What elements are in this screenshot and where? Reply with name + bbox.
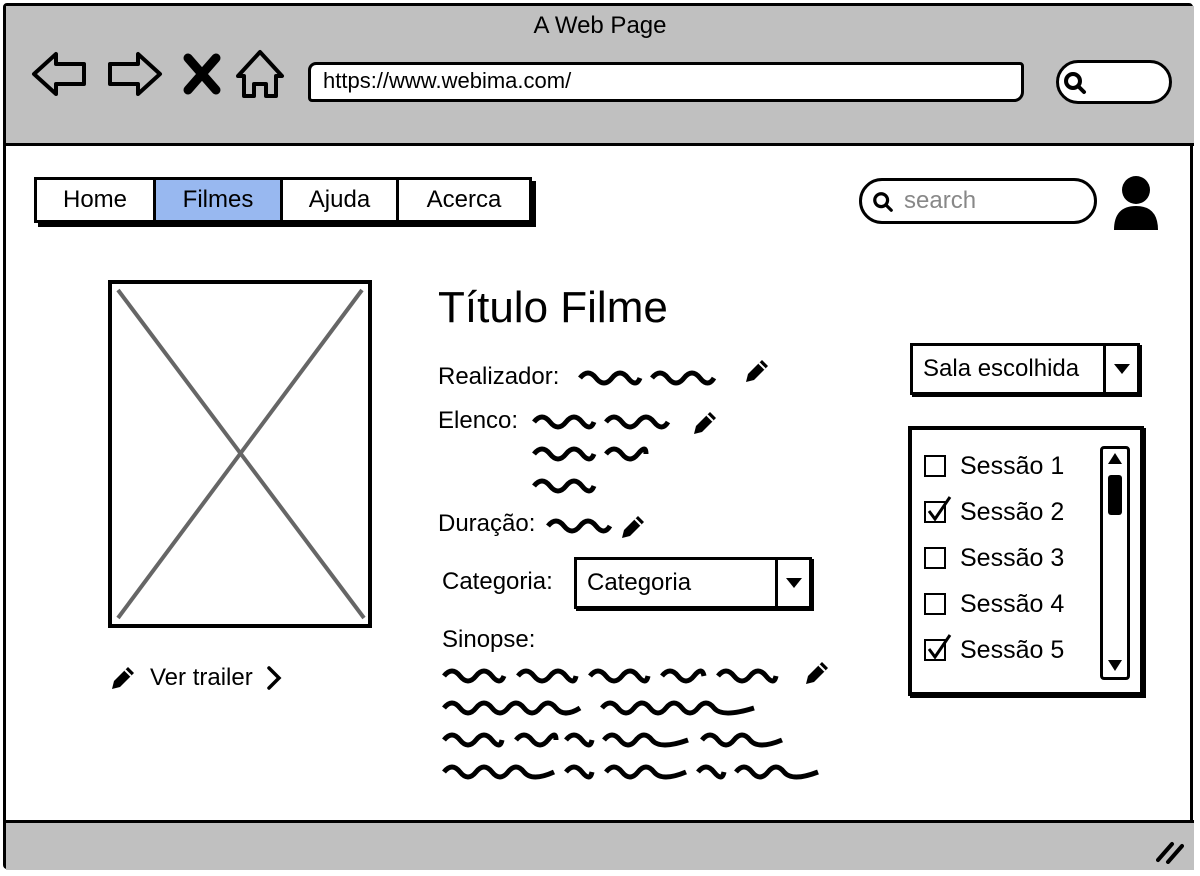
url-field[interactable]: https://www.webima.com/ xyxy=(308,62,1024,102)
movie-poster-placeholder xyxy=(108,280,372,628)
realizador-label: Realizador: xyxy=(438,363,560,390)
search-icon xyxy=(1064,72,1086,94)
categoria-select[interactable]: Categoria xyxy=(574,557,812,609)
list-item[interactable]: Sessão 1 xyxy=(924,446,1064,486)
status-bar xyxy=(6,820,1194,870)
list-item[interactable]: Sessão 3 xyxy=(924,538,1064,578)
list-item[interactable]: Sessão 2 xyxy=(924,492,1064,532)
scrollbar[interactable] xyxy=(1100,446,1130,680)
checkmark-icon xyxy=(927,634,952,660)
scroll-up-icon[interactable] xyxy=(1106,451,1124,467)
tab-acerca[interactable]: Acerca xyxy=(399,180,529,220)
search-placeholder: search xyxy=(904,187,977,214)
resize-grip-icon[interactable] xyxy=(1156,838,1184,864)
duracao-scribble xyxy=(546,518,613,534)
scrollbar-thumb[interactable] xyxy=(1108,475,1122,515)
scroll-down-icon[interactable] xyxy=(1106,657,1124,673)
chevron-down-icon xyxy=(775,560,809,606)
tab-home[interactable]: Home xyxy=(37,180,156,220)
sessions-list: Sessão 1 Sessão 2 Sessão 3 Sessão 4 Sess… xyxy=(908,426,1144,696)
realizador-scribble xyxy=(578,370,717,386)
duracao-label: Duração: xyxy=(438,510,536,537)
list-item[interactable]: Sessão 4 xyxy=(924,584,1064,624)
user-icon[interactable] xyxy=(1110,172,1162,232)
movie-title: Título Filme xyxy=(438,283,668,332)
session-3-checkbox[interactable] xyxy=(924,547,946,569)
pencil-icon xyxy=(112,667,134,689)
pencil-icon[interactable] xyxy=(742,356,772,386)
back-arrow-icon[interactable] xyxy=(30,46,90,102)
session-label: Sessão 4 xyxy=(960,589,1065,618)
session-label: Sessão 3 xyxy=(960,543,1065,572)
sala-value: Sala escolhida xyxy=(923,355,1080,382)
session-5-checkbox[interactable] xyxy=(924,634,952,661)
session-label: Sessão 5 xyxy=(960,635,1065,664)
image-placeholder-icon xyxy=(116,288,366,620)
session-1-checkbox[interactable] xyxy=(924,455,946,477)
stop-icon[interactable] xyxy=(176,46,230,102)
elenco-scribble xyxy=(532,414,671,494)
browser-search-field[interactable] xyxy=(1056,60,1172,104)
forward-arrow-icon[interactable] xyxy=(104,46,164,102)
chevron-right-icon xyxy=(266,666,282,690)
search-input[interactable]: search xyxy=(859,178,1097,224)
tab-filmes[interactable]: Filmes xyxy=(156,180,283,220)
nav-tabs: Home Filmes Ajuda Acerca xyxy=(34,177,532,223)
sala-select[interactable]: Sala escolhida xyxy=(910,343,1140,395)
trailer-label: Ver trailer xyxy=(150,664,253,691)
sinopse-label: Sinopse: xyxy=(442,626,536,653)
search-icon xyxy=(873,192,893,212)
list-item[interactable]: Sessão 5 xyxy=(924,630,1064,670)
categoria-value: Categoria xyxy=(587,569,692,596)
tab-ajuda[interactable]: Ajuda xyxy=(283,180,399,220)
checkmark-icon xyxy=(927,496,952,522)
session-label: Sessão 2 xyxy=(960,497,1065,526)
sinopse-scribble xyxy=(442,668,819,780)
categoria-label: Categoria: xyxy=(442,568,553,595)
pencil-icon[interactable] xyxy=(618,512,648,542)
session-label: Sessão 1 xyxy=(960,451,1065,480)
elenco-label: Elenco: xyxy=(438,407,519,434)
session-4-checkbox[interactable] xyxy=(924,593,946,615)
home-icon[interactable] xyxy=(232,46,292,102)
pencil-icon[interactable] xyxy=(802,658,832,688)
session-2-checkbox[interactable] xyxy=(924,496,952,523)
window-title: A Web Page xyxy=(533,12,667,39)
chevron-down-icon xyxy=(1103,346,1137,392)
trailer-link[interactable]: Ver trailer xyxy=(108,660,283,696)
pencil-icon[interactable] xyxy=(690,408,720,438)
